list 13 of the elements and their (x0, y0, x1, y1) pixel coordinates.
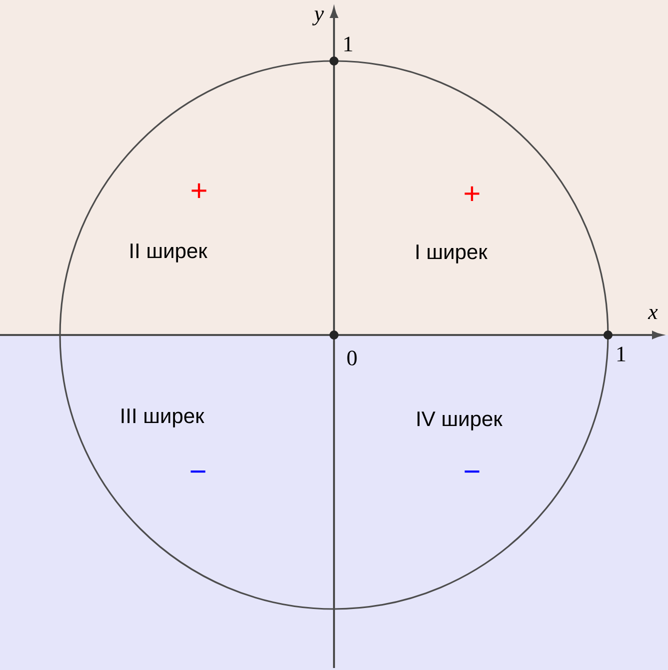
origin-label: 0 (347, 350, 357, 366)
tick-label: 1 (617, 346, 626, 362)
axis-label: x (648, 308, 658, 320)
axis-label: y (312, 10, 324, 26)
sign-mark: − (190, 470, 206, 473)
sign-mark: + (192, 183, 206, 198)
quadrant-label: II ширек (130, 244, 208, 262)
quadrant-label: III ширек (122, 408, 204, 428)
quadrant-label: IV ширек (418, 412, 502, 430)
sign-mark: + (464, 186, 480, 202)
quadrant-label: I ширек (416, 244, 488, 264)
tick-label: 1 (344, 36, 352, 52)
sign-mark: − (464, 470, 480, 473)
